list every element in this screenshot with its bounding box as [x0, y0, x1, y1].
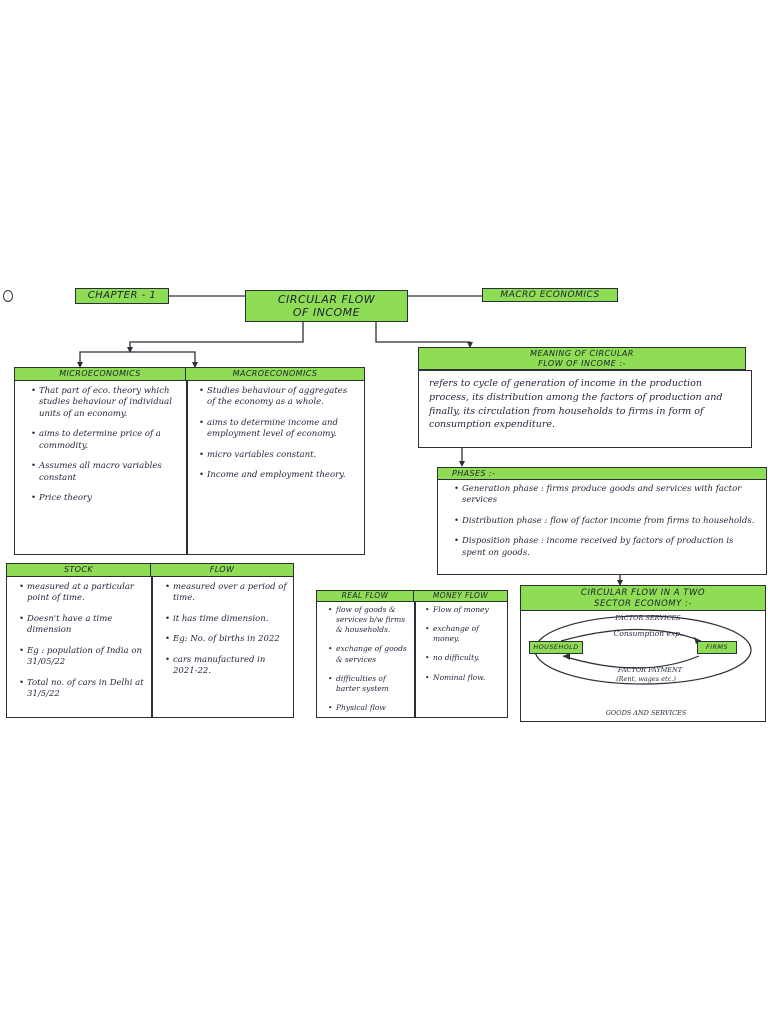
micro-points: That part of eco. theory which studies b…	[29, 386, 179, 514]
flow-point: measured over a period of time.	[165, 582, 289, 605]
phase-item: Disposition phase : income received by f…	[454, 536, 758, 559]
stock-point: Eg : population of India on 31/05/22	[19, 646, 145, 669]
main-title-line1: CIRCULAR FLOW	[277, 293, 376, 306]
stock-flow-divider	[151, 576, 153, 717]
macro-header: MACROECONOMICS	[185, 367, 365, 381]
main-title-line2: OF INCOME	[292, 306, 361, 319]
phase-item: Generation phase : firms produce goods a…	[454, 484, 758, 507]
micro-point: aims to determine price of a commodity.	[31, 429, 179, 452]
money-flow-point: Flow of money	[425, 605, 505, 615]
micro-macro-table: MICROECONOMICS MACROECONOMICS That part …	[14, 367, 365, 555]
micro-point: That part of eco. theory which studies b…	[31, 386, 179, 420]
micro-header: MICROECONOMICS	[14, 367, 186, 381]
phases-header: PHASES :-	[437, 467, 767, 480]
consumption-label: Consumption exp.	[613, 629, 683, 638]
household-node: HOUSEHOLD	[529, 641, 583, 654]
money-flow-point: no difficulty.	[425, 653, 505, 663]
stock-points: measured at a particular point of time. D…	[17, 582, 145, 710]
two-sector-header-line1: CIRCULAR FLOW IN A TWO	[580, 588, 706, 598]
flow-point: it has time dimension.	[165, 614, 289, 626]
flow-header: FLOW	[150, 563, 294, 577]
main-title: CIRCULAR FLOW OF INCOME	[245, 290, 408, 322]
flow-point: cars manufactured in 2021-22.	[165, 655, 289, 678]
macro-point: Studies behaviour of aggregates of the e…	[199, 386, 357, 409]
goods-services-label: GOODS AND SERVICES	[605, 709, 687, 717]
stock-point: Doesn't have a time dimension	[19, 614, 145, 637]
macro-point: micro variables constant.	[199, 450, 357, 462]
phase-item: Distribution phase : flow of factor inco…	[454, 516, 758, 528]
factor-services-label: FACTOR SERVICES	[615, 614, 681, 622]
real-money-table: REAL FLOW MONEY FLOW flow of goods & ser…	[316, 590, 508, 718]
factor-payment-arc	[562, 655, 700, 669]
money-flow-point: Nominal flow.	[425, 673, 505, 683]
macro-points: Studies behaviour of aggregates of the e…	[197, 386, 357, 491]
stock-point: Total no. of cars in Delhi at 31/5/22	[19, 678, 145, 701]
micro-macro-divider	[186, 380, 188, 554]
real-flow-point: exchange of goods & services	[328, 644, 410, 664]
chapter-label: CHAPTER - 1	[75, 288, 169, 304]
two-sector-header-line2: SECTOR ECONOMY :-	[594, 599, 692, 609]
money-flow-point: exchange of money.	[425, 624, 505, 644]
real-money-divider	[414, 601, 416, 717]
meaning-header: MEANING OF CIRCULAR FLOW OF INCOME :-	[418, 347, 746, 370]
phases-list: Generation phase : firms produce goods a…	[452, 484, 758, 568]
flow-points: measured over a period of time. it has ti…	[163, 582, 289, 687]
firms-node: FIRMS	[697, 641, 737, 654]
subject-label: MACRO ECONOMICS	[482, 288, 618, 302]
macro-point: aims to determine income and employment …	[199, 418, 357, 441]
real-flow-point: difficulties of barter system	[328, 674, 410, 694]
phases-box: PHASES :- Generation phase : firms produ…	[437, 467, 767, 575]
flow-point: Eg: No. of births in 2022	[165, 634, 289, 646]
two-sector-box: CIRCULAR FLOW IN A TWO SECTOR ECONOMY :-…	[520, 585, 766, 722]
real-flow-point: Physical flow	[328, 703, 410, 713]
micro-point: Price theory	[31, 493, 179, 505]
stock-point: measured at a particular point of time.	[19, 582, 145, 605]
money-header: MONEY FLOW	[413, 590, 508, 602]
meaning-header-line1: MEANING OF CIRCULAR	[530, 349, 634, 358]
circular-flow-diagram	[534, 615, 752, 685]
two-sector-header: CIRCULAR FLOW IN A TWO SECTOR ECONOMY :-	[520, 585, 766, 611]
meaning-text: refers to cycle of generation of income …	[418, 370, 752, 448]
money-points: Flow of money exchange of money. no diffic…	[423, 605, 505, 692]
meaning-header-line2: FLOW OF INCOME :-	[538, 359, 626, 368]
real-flow-point: flow of goods & services b/w firms & hou…	[328, 605, 410, 635]
micro-point: Assumes all macro variables constant	[31, 461, 179, 484]
real-header: REAL FLOW	[316, 590, 414, 602]
doodle-mark	[3, 290, 13, 302]
consumption-arc	[560, 628, 702, 642]
stock-header: STOCK	[6, 563, 151, 577]
factor-payment-sublabel: (Rent, wages etc.)	[616, 675, 676, 683]
stock-flow-table: STOCK FLOW measured at a particular poin…	[6, 563, 294, 718]
real-points: flow of goods & services b/w firms & hou…	[326, 605, 410, 722]
macro-point: Income and employment theory.	[199, 470, 357, 482]
factor-payment-label: FACTOR PAYMENT	[617, 666, 683, 674]
